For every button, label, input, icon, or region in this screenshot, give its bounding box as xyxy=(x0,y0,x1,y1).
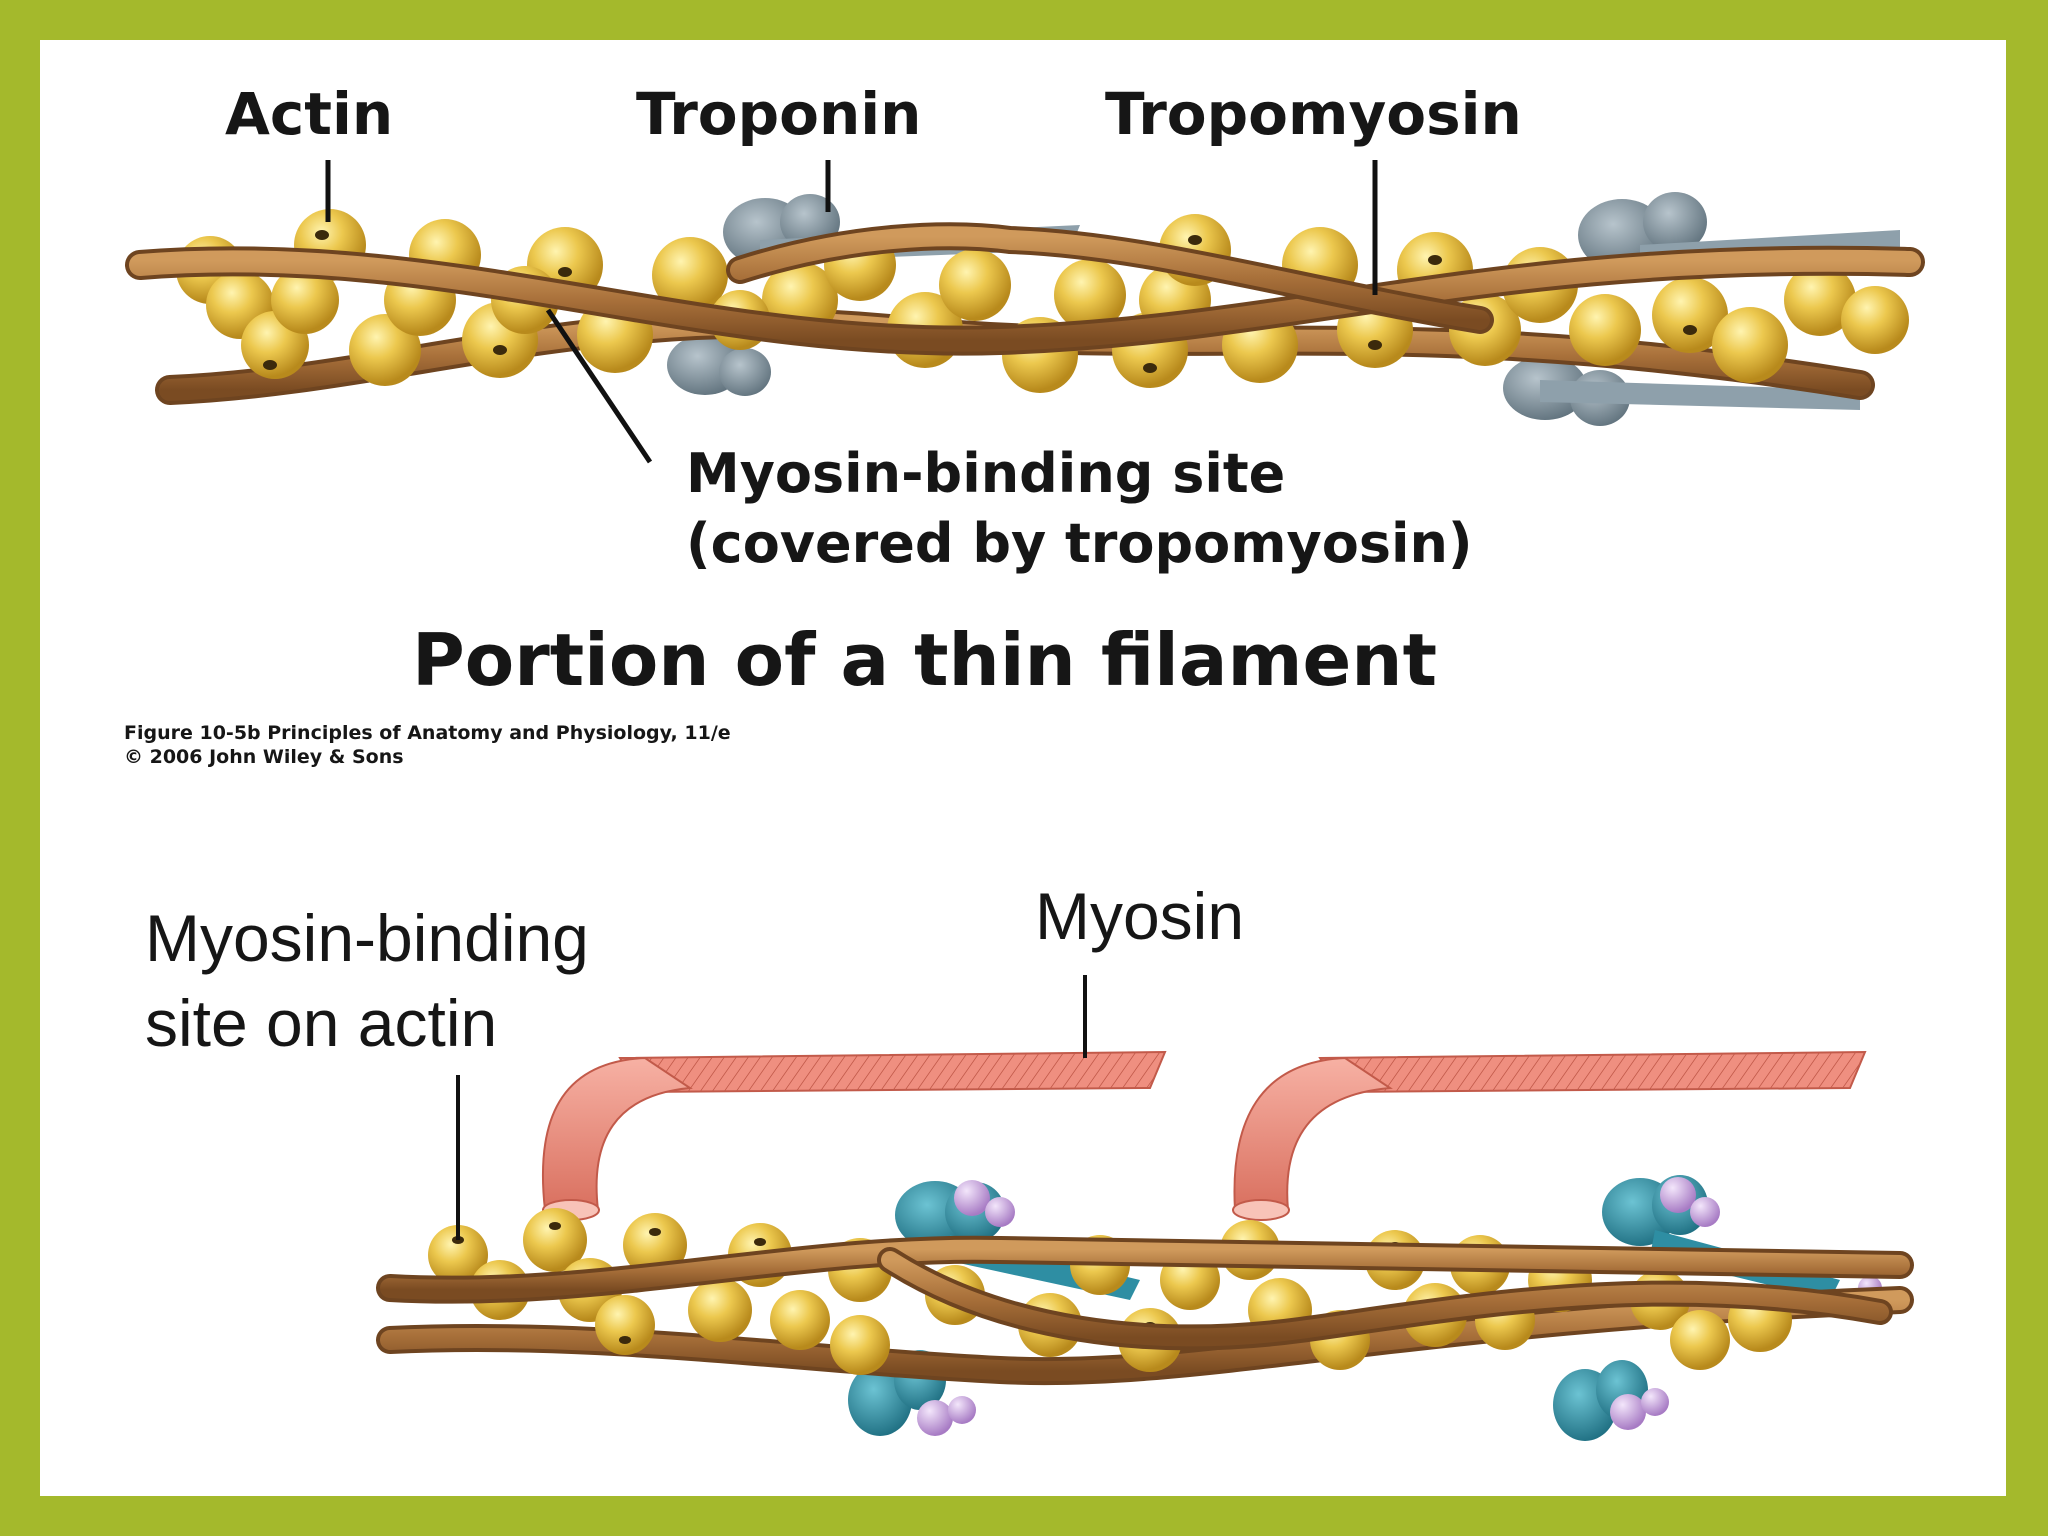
myosin-label: Myosin xyxy=(1035,879,1245,953)
thin-filament-top xyxy=(125,160,1925,464)
binding-site-on-actin-label-line1: Myosin-binding xyxy=(145,901,589,975)
troponin-label: Troponin xyxy=(636,80,922,148)
figure-title: Portion of a thin filament xyxy=(412,618,1437,702)
myosin-molecule xyxy=(541,1050,1167,1221)
thin-filament-bottom xyxy=(376,975,1914,1441)
binding-site-label-line1: Myosin-binding site xyxy=(686,442,1286,505)
actin-label: Actin xyxy=(225,80,394,148)
binding-site-on-actin-label-line2: site on actin xyxy=(145,986,498,1060)
binding-site-label-line2: (covered by tropomyosin) xyxy=(686,512,1473,575)
figure-credit-line1: Figure 10-5b Principles of Anatomy and P… xyxy=(124,722,731,744)
leader-lines xyxy=(325,160,1378,464)
leader-lines xyxy=(456,975,1087,1240)
myosin-molecule xyxy=(1232,1050,1867,1221)
figure-credit-line2: © 2006 John Wiley & Sons xyxy=(124,746,404,768)
tropomyosin-label: Tropomyosin xyxy=(1105,80,1522,148)
